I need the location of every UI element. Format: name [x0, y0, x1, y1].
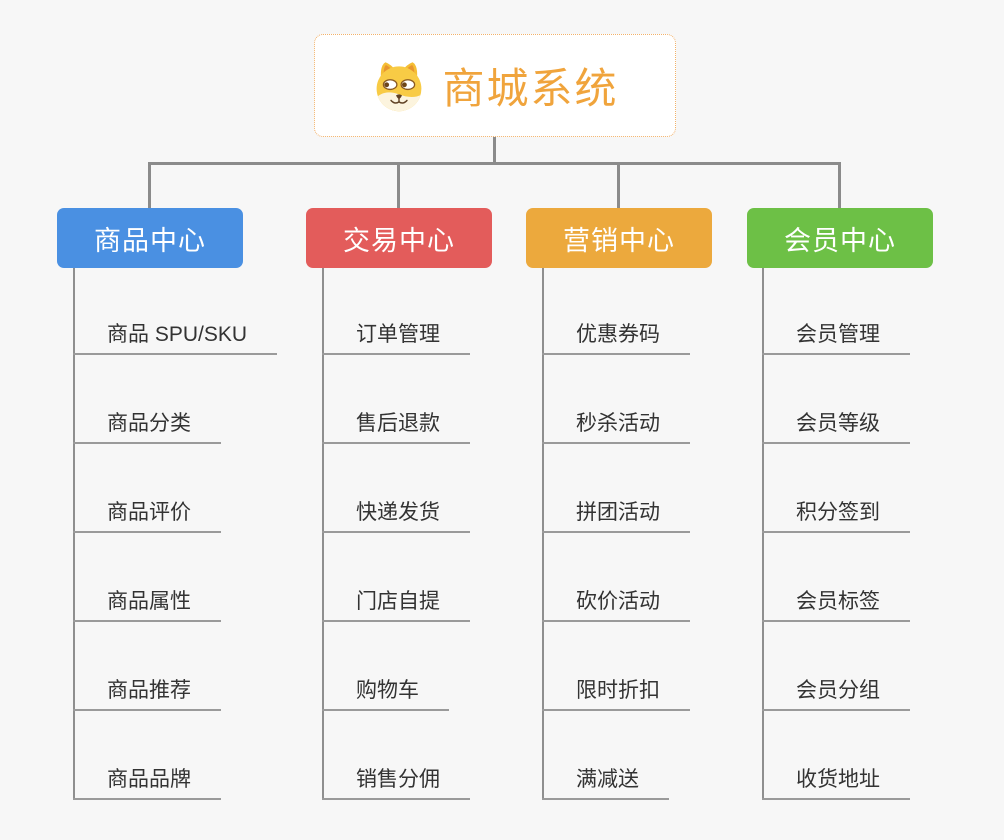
- leaf-node[interactable]: 销售分佣: [322, 764, 470, 800]
- root-node[interactable]: 商城系统: [314, 34, 676, 137]
- leaf-node[interactable]: 商品评价: [73, 497, 221, 533]
- connector-branch-marketing: [542, 268, 544, 800]
- branch-header-product-center[interactable]: 商品中心: [57, 208, 243, 268]
- leaf-node[interactable]: 商品 SPU/SKU: [73, 319, 278, 355]
- leaf-node[interactable]: 秒杀活动: [542, 408, 690, 444]
- branch-header-member-center[interactable]: 会员中心: [747, 208, 933, 268]
- leaf-node[interactable]: 限时折扣: [542, 675, 690, 711]
- connector-drop-member: [838, 162, 841, 209]
- branch-header-trade-center[interactable]: 交易中心: [306, 208, 492, 268]
- leaf-node[interactable]: 积分签到: [762, 497, 910, 533]
- branch-header-marketing-center[interactable]: 营销中心: [526, 208, 712, 268]
- leaf-node[interactable]: 商品分类: [73, 408, 221, 444]
- leaf-node[interactable]: 商品属性: [73, 586, 221, 622]
- leaf-node[interactable]: 优惠券码: [542, 319, 690, 355]
- shiba-dog-icon: [377, 61, 422, 111]
- leaf-node[interactable]: 满减送: [542, 764, 669, 800]
- leaf-node[interactable]: 商品推荐: [73, 675, 221, 711]
- leaf-node[interactable]: 订单管理: [322, 319, 470, 355]
- leaf-node[interactable]: 拼团活动: [542, 497, 690, 533]
- leaf-node[interactable]: 门店自提: [322, 586, 470, 622]
- connector-drop-trade: [397, 162, 400, 209]
- leaf-node[interactable]: 商品品牌: [73, 764, 221, 800]
- leaf-node[interactable]: 会员分组: [762, 675, 910, 711]
- leaf-node[interactable]: 会员管理: [762, 319, 910, 355]
- leaf-node[interactable]: 会员标签: [762, 586, 910, 622]
- leaf-node[interactable]: 售后退款: [322, 408, 470, 444]
- root-title: 商城系统: [442, 65, 619, 112]
- connector-drop-product: [148, 162, 151, 209]
- connector-root-stub: [493, 136, 496, 164]
- connector-drop-marketing: [617, 162, 620, 209]
- leaf-node[interactable]: 会员等级: [762, 408, 910, 444]
- connector-branch-member: [762, 268, 764, 800]
- leaf-node[interactable]: 快递发货: [322, 497, 470, 533]
- connector-branch-trade: [322, 268, 324, 800]
- leaf-node[interactable]: 砍价活动: [542, 586, 690, 622]
- leaf-node[interactable]: 购物车: [322, 675, 449, 711]
- connector-horizontal-rail: [148, 162, 841, 165]
- connector-branch-product: [73, 268, 75, 800]
- leaf-node[interactable]: 收货地址: [762, 764, 910, 800]
